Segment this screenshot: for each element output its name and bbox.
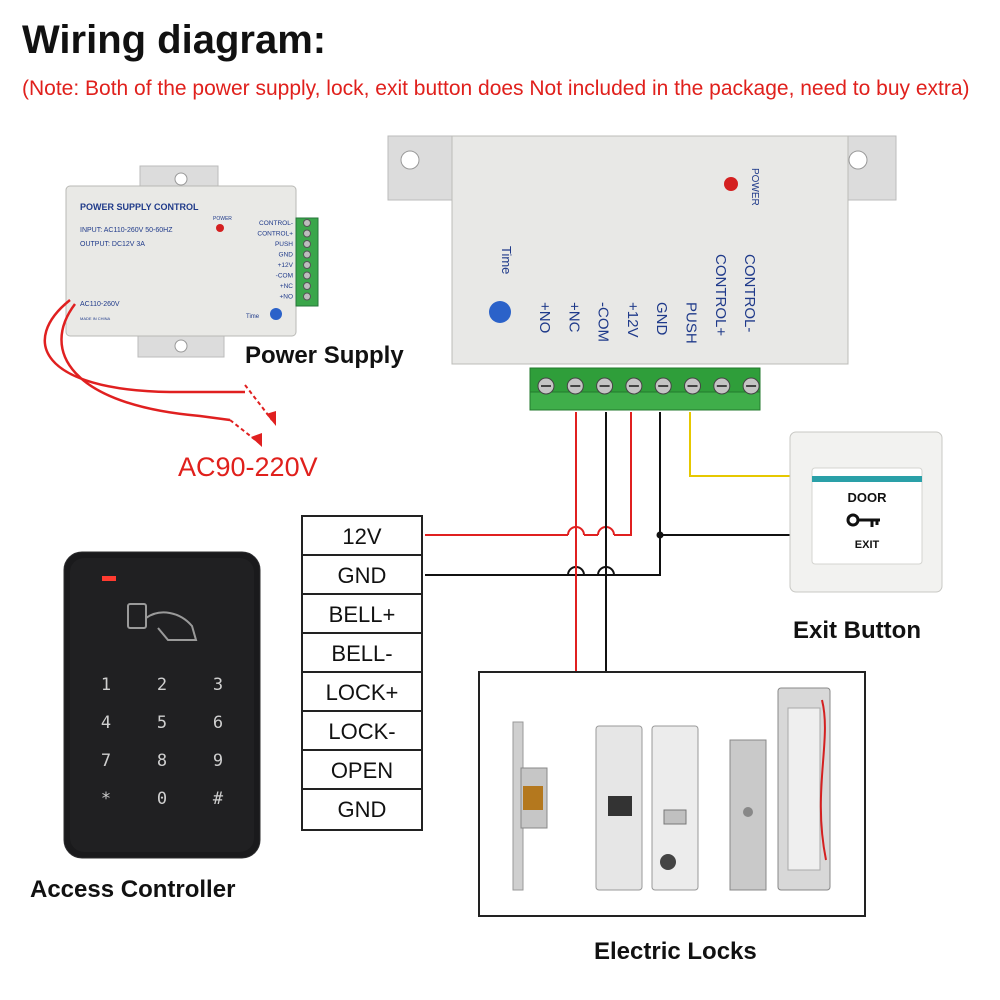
screw-icon bbox=[303, 229, 311, 238]
card-icon bbox=[127, 603, 147, 629]
keypad-key: # bbox=[213, 789, 224, 809]
exit-button-label: Exit Button bbox=[793, 617, 921, 644]
screw-icon bbox=[303, 219, 311, 227]
package-note: (Note: Both of the power supply, lock, e… bbox=[22, 77, 970, 100]
ps-small-terminal-label: CONTROL+ bbox=[257, 231, 293, 238]
ps-small-terminal-label: +NC bbox=[280, 283, 293, 290]
electric-locks-label: Electric Locks bbox=[594, 938, 757, 965]
ps-small-time: Time bbox=[246, 314, 260, 320]
terminal-lock-plus: LOCK+ bbox=[303, 673, 421, 712]
electric-locks-frame bbox=[478, 671, 866, 917]
ps-big-terminal-label: +NO bbox=[536, 302, 553, 333]
power-supply-label: Power Supply bbox=[245, 342, 404, 369]
keypad-key: 9 bbox=[213, 751, 223, 771]
electric-locks bbox=[512, 687, 831, 891]
ps-big-terminal-label: +12V bbox=[624, 302, 641, 337]
ps-big-terminal-label: CONTROL+ bbox=[712, 254, 729, 336]
controller-terminal-table: 12V GND BELL+ BELL- LOCK+ LOCK- OPEN GND bbox=[301, 515, 423, 831]
keypad-key: 2 bbox=[157, 675, 167, 695]
keypad-key: 4 bbox=[101, 713, 111, 733]
screw-icon bbox=[303, 240, 311, 248]
ps-big-terminal-label: CONTROL- bbox=[741, 254, 758, 332]
exit-exit-text: EXIT bbox=[855, 539, 880, 551]
small-power-supply: POWER SUPPLY CONTROL INPUT: AC110-260V 5… bbox=[65, 165, 319, 358]
ps-small-header: POWER SUPPLY CONTROL bbox=[80, 202, 199, 212]
terminal-gnd: GND bbox=[303, 556, 421, 595]
ps-big-terminal-label: -COM bbox=[595, 302, 612, 342]
wires bbox=[425, 412, 790, 671]
ps-small-output: OUTPUT: DC12V 3A bbox=[80, 241, 145, 248]
terminal-gnd-2: GND bbox=[337, 797, 387, 822]
keypad-key: 7 bbox=[101, 751, 111, 771]
ps-big-terminal-label: +NC bbox=[565, 302, 582, 333]
terminal-bell-minus: BELL- bbox=[303, 634, 421, 673]
exit-button: DOOR EXIT bbox=[789, 431, 943, 593]
page-title: Wiring diagram: bbox=[22, 18, 327, 62]
ps-small-bottom: AC110-260V bbox=[80, 301, 120, 308]
ps-small-terminal-label: +NO bbox=[279, 294, 293, 301]
terminal-bell-plus: BELL+ bbox=[303, 595, 421, 634]
ps-small-terminal-label: CONTROL- bbox=[259, 220, 293, 227]
ps-small-terminal-label: +12V bbox=[278, 262, 294, 269]
terminal-lock-minus: LOCK- bbox=[303, 712, 421, 751]
ps-small-power-led: POWER bbox=[213, 216, 232, 222]
ps-big-terminal-label: GND bbox=[653, 302, 670, 336]
keypad-key: 6 bbox=[213, 713, 223, 733]
screw-icon bbox=[303, 282, 311, 290]
ps-big-power-led: POWER bbox=[749, 168, 760, 206]
ps-big-terminal-label: PUSH bbox=[683, 302, 700, 344]
ps-big-time: Time bbox=[499, 246, 514, 274]
hand-icon bbox=[145, 611, 198, 641]
access-controller-device: 1 2 3 4 5 6 7 8 9 * 0 # bbox=[63, 551, 261, 859]
ps-small-terminal-label: GND bbox=[279, 252, 294, 259]
ps-small-terminal-label: PUSH bbox=[275, 241, 293, 248]
screw-icon bbox=[303, 250, 311, 259]
access-controller-label: Access Controller bbox=[30, 876, 236, 903]
screw-icon bbox=[303, 261, 311, 269]
ac-input-wires bbox=[43, 299, 276, 447]
ps-small-made: MADE IN CHINA bbox=[80, 316, 111, 321]
keypad-key: * bbox=[101, 789, 111, 809]
terminal-12v: 12V bbox=[303, 517, 421, 556]
exit-door-text: DOOR bbox=[848, 490, 888, 505]
keypad-key: 1 bbox=[101, 675, 111, 695]
keypad-key: 8 bbox=[157, 751, 167, 771]
keypad-key: 0 bbox=[157, 789, 167, 809]
ps-small-input: INPUT: AC110-260V 50-60HZ bbox=[80, 227, 173, 234]
big-power-supply: POWER Time +NO +NC -COM +12V GND PUSH CONTROL+… bbox=[387, 135, 897, 411]
keypad-key: 5 bbox=[157, 713, 167, 733]
ps-small-terminal-label: -COM bbox=[276, 273, 293, 280]
keypad-key: 3 bbox=[213, 675, 223, 695]
screw-icon bbox=[303, 271, 311, 280]
terminal-open: OPEN bbox=[303, 751, 421, 790]
ac-voltage-label: AC90-220V bbox=[178, 452, 318, 482]
screw-icon bbox=[303, 292, 311, 301]
